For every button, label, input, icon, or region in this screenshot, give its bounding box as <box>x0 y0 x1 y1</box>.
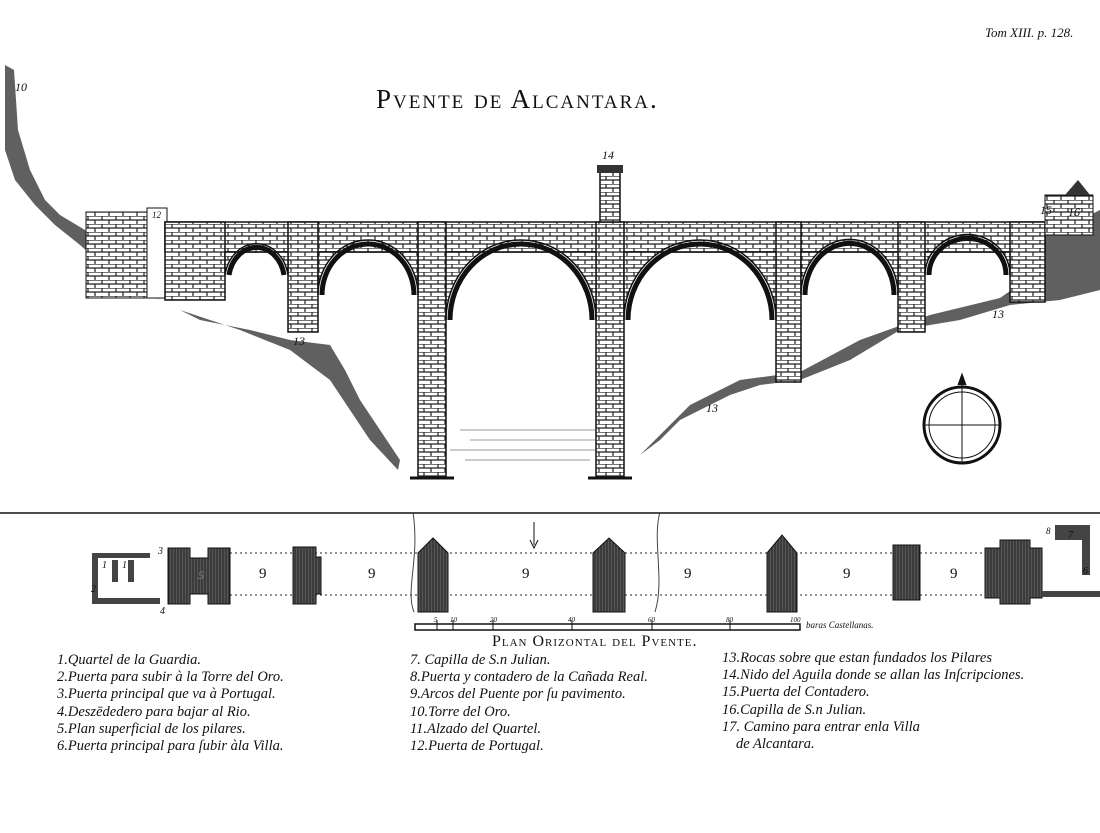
arch-voussoirs <box>226 236 1009 321</box>
legend-item: 7. Capilla de S.n Julian. <box>410 652 551 668</box>
capilla-elevation <box>1044 194 1094 236</box>
label-12: 12 <box>152 210 161 220</box>
legend-item: de Alcantara. <box>736 736 815 753</box>
plan-label-8: 8 <box>1046 526 1051 536</box>
plan-label-4: 4 <box>160 606 165 617</box>
plan-label-3: 3 <box>158 546 163 557</box>
scale-unit: baras Castellanas. <box>806 620 874 630</box>
plan-label-1a: 1 <box>102 560 107 571</box>
scale-tick: 10 <box>450 616 457 624</box>
page-title: Pvente de Alcantara. <box>376 84 659 114</box>
plan-view <box>92 511 1100 631</box>
legend-item: 13.Rocas sobre que estan fundados los Pi… <box>722 650 992 666</box>
scale-tick: 5 <box>434 616 438 624</box>
plan-label-9: 9 <box>684 566 692 582</box>
legend-column-2: 7. Capilla de S.n Julian. 8.Puerta y con… <box>410 652 648 755</box>
legend-item: 5.Plan superficial de los pilares. <box>57 720 246 737</box>
plan-label-2: 2 <box>91 584 96 595</box>
legend-column-1: 1.Quartel de la Guardia. 2.Puerta para s… <box>57 652 284 755</box>
plan-label-9: 9 <box>522 566 530 582</box>
plan-title: Plan Orizontal del Pvente. <box>492 633 698 650</box>
label-13-center: 13 <box>706 401 718 415</box>
legend-item: 17. Camino para entrar enla Villa <box>722 718 920 735</box>
plan-label-5: 5 <box>198 568 204 582</box>
plan-label-9: 9 <box>950 566 958 582</box>
compass-rose-icon <box>922 372 1002 465</box>
plan-label-6: 6 <box>1083 566 1088 577</box>
legend-item: 16.Capilla de S.n Julian. <box>722 701 867 718</box>
legend-item: 2.Puerta para subir à la Torre del Oro. <box>57 669 284 686</box>
label-13-left: 13 <box>293 334 305 348</box>
label-16: 16 <box>1068 205 1080 219</box>
bridge-piers <box>164 221 1046 479</box>
label-10: 10 <box>15 80 27 94</box>
plan-label-7: 7 <box>1068 530 1073 541</box>
legend-item: 14.Nido del Aguila donde se allan las In… <box>722 667 1025 684</box>
volume-page-reference: Tom XIII. p. 128. <box>985 25 1074 40</box>
legend-item: 3.Puerta principal que va à Portugal. <box>57 686 276 703</box>
legend-item: 12.Puerta de Portugal. <box>410 738 544 755</box>
label-13-right: 13 <box>992 307 1004 321</box>
legend-column-3: 13.Rocas sobre que estan fundados los Pi… <box>722 650 1024 753</box>
scale-bar <box>414 623 801 631</box>
scale-tick: 60 <box>648 616 655 624</box>
legend-item: 8.Puerta y contadero de la Cañada Real. <box>410 669 648 686</box>
legend-item: 11.Alzado del Quartel. <box>410 720 542 737</box>
plan-label-9: 9 <box>368 566 376 582</box>
legend-item: 15.Puerta del Contadero. <box>722 684 870 701</box>
plan-label-9: 9 <box>843 566 851 582</box>
legend-item: 10.Torre del Oro. <box>410 703 511 720</box>
legend-item: 6.Puerta principal para ſubir àla Villa. <box>57 738 284 755</box>
label-14: 14 <box>602 148 614 162</box>
legend-item: 9.Arcos del Puente por ſu pavimento. <box>410 686 626 703</box>
legend-item: 4.Deszēdedero para bajar al Rio. <box>57 703 251 720</box>
plan-label-1b: 1 <box>122 560 127 571</box>
plan-label-9: 9 <box>259 566 267 582</box>
scale-tick: 80 <box>726 616 733 624</box>
label-15: 15 <box>1040 203 1052 217</box>
scale-tick: 100 <box>790 616 801 624</box>
scale-tick: 20 <box>490 616 497 624</box>
legend-item: 1.Quartel de la Guardia. <box>57 652 202 668</box>
nido-del-aguila-tower <box>599 167 621 223</box>
scale-tick: 40 <box>568 616 575 624</box>
